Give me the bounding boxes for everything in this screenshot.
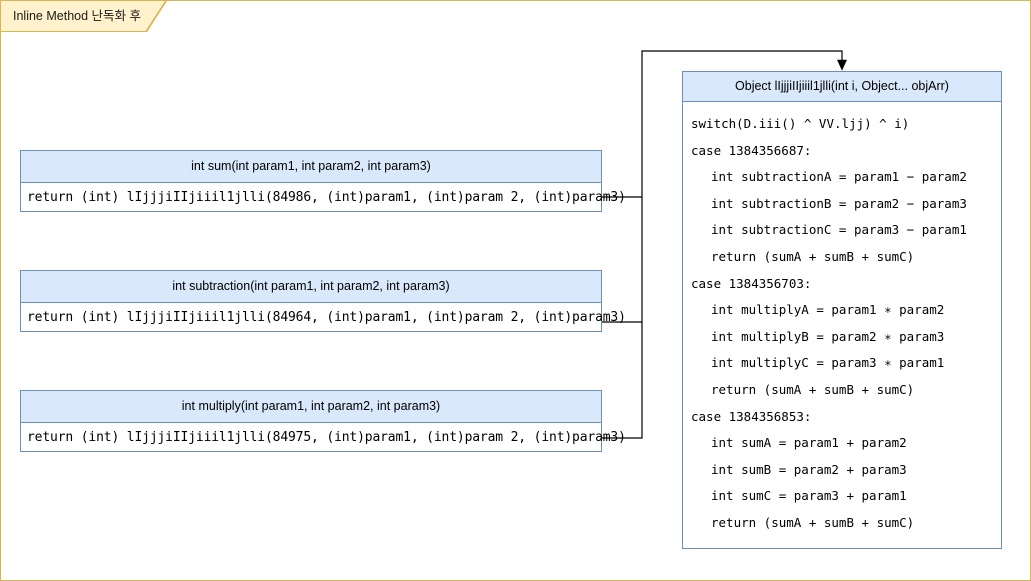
method-body: return (int) lIjjjiIIjiiil1jlli(84975, (…: [27, 430, 626, 445]
code-line: int sumC = param3 + param1: [711, 488, 907, 504]
method-signature: int multiply(int param1, int param2, int…: [21, 391, 601, 423]
code-line: return (sumA + sumB + sumC): [711, 381, 915, 397]
method-body: return (int) lIjjjiIIjiiil1jlli(84964, (…: [27, 310, 626, 325]
code-line: return (sumA + sumB + sumC): [711, 514, 915, 530]
method-box-subtraction[interactable]: int subtraction(int param1, int param2, …: [20, 270, 626, 332]
title-tab-fill: [1, 1, 166, 31]
code-line: int sumB = param2 + param3: [711, 461, 907, 477]
dispatcher-method-box[interactable]: Object lIjjjiIIjiiil1jlli(int i, Object.…: [682, 71, 1002, 549]
dispatcher-body: switch(D.iii() ^ VV.ljj) ^ i) case 138435…: [683, 102, 1001, 549]
code-line: int subtractionC = param3 − param1: [711, 222, 967, 238]
code-line: case 1384356703:: [691, 275, 812, 291]
title-tab: [1, 1, 167, 32]
code-line: int multiplyC = param3 ∗ param1: [711, 355, 945, 371]
code-line: switch(D.iii() ^ VV.ljj) ^ i): [691, 116, 910, 131]
method-box-multiply[interactable]: int multiply(int param1, int param2, int…: [20, 390, 626, 452]
code-line: int sumA = param1 + param2: [711, 435, 907, 451]
code-line: int subtractionB = param2 − param3: [711, 195, 967, 211]
code-line: case 1384356853:: [691, 408, 812, 424]
dispatcher-signature: Object lIjjjiIIjiiil1jlli(int i, Object.…: [683, 72, 1001, 102]
method-signature: int subtraction(int param1, int param2, …: [21, 271, 601, 303]
method-box-sum[interactable]: int sum(int param1, int param2, int para…: [20, 150, 626, 212]
arrowhead-icon: [837, 59, 847, 71]
code-line: case 1384356687:: [691, 142, 812, 158]
code-line: int multiplyB = param2 ∗ param3: [711, 328, 945, 344]
code-line: return (sumA + sumB + sumC): [711, 248, 915, 264]
method-body: return (int) lIjjjiIIjiiil1jlli(84986, (…: [27, 190, 626, 205]
title-tab-label: Inline Method 난독화 후: [13, 9, 141, 23]
code-line: int subtractionA = param1 − param2: [711, 169, 967, 185]
code-line: int multiplyA = param1 ∗ param2: [711, 302, 945, 318]
method-signature: int sum(int param1, int param2, int para…: [21, 151, 601, 183]
